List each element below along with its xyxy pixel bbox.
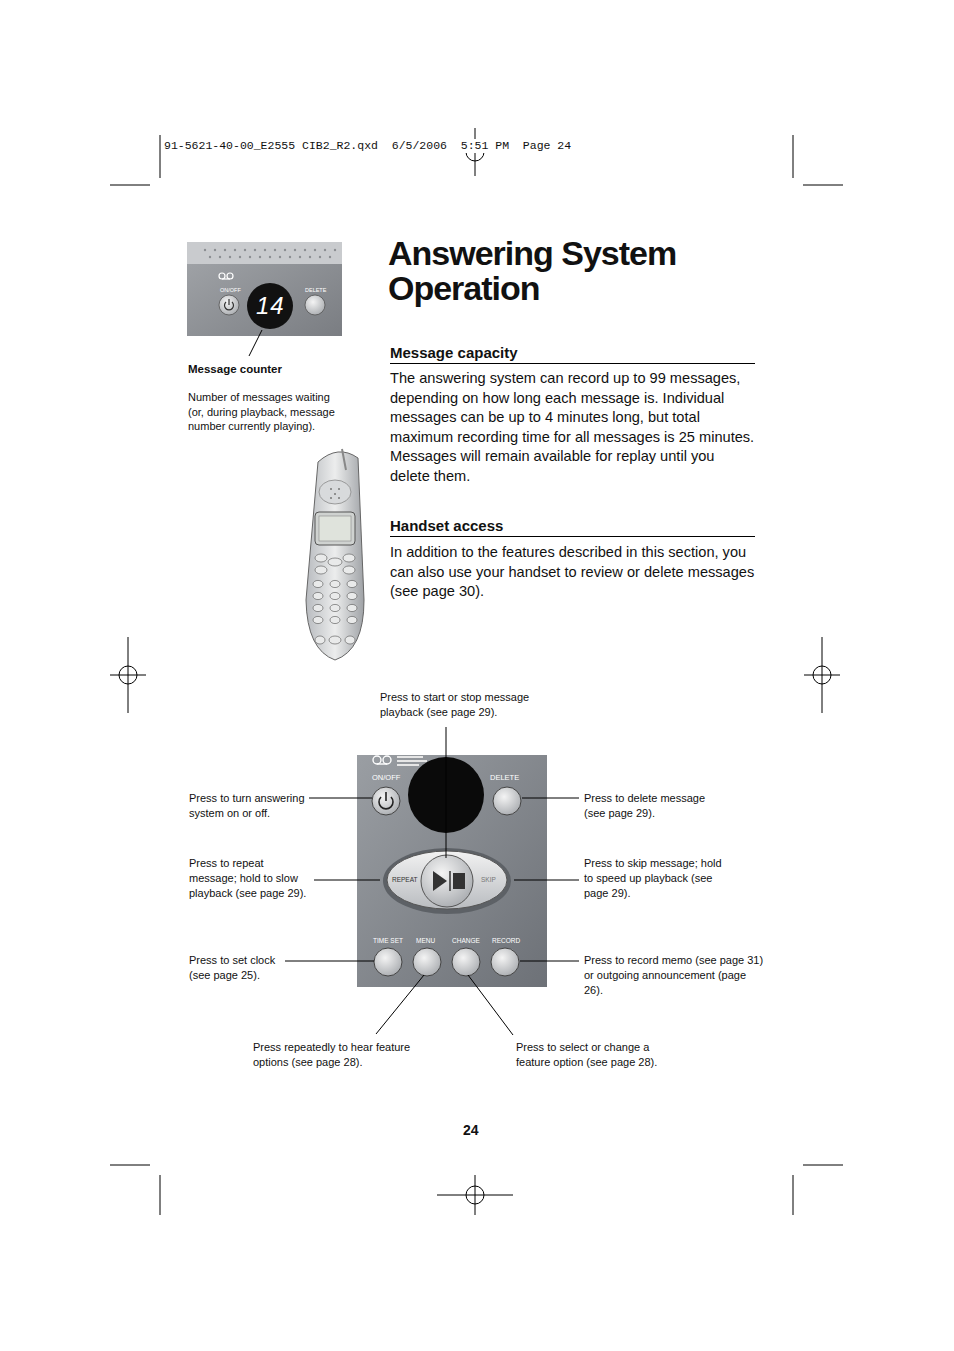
callout-text: Press to repeat message; hold to slow pl… xyxy=(189,856,313,901)
callout-heading: Message counter xyxy=(188,362,338,376)
base-unit-photo xyxy=(187,242,342,336)
section-rule xyxy=(390,363,755,364)
body-text: In addition to the features described in… xyxy=(390,543,758,602)
callout-text: Press to skip message; hold to speed up … xyxy=(584,856,722,901)
button-label: SKIP xyxy=(481,876,496,884)
handset-illustration xyxy=(306,449,364,660)
button-label: TIME SET xyxy=(373,937,403,945)
button-label: ON/OFF xyxy=(372,773,400,782)
button-label: DELETE xyxy=(305,287,326,294)
callout-text: Number of messages waiting (or, during p… xyxy=(188,390,338,434)
answering-panel xyxy=(357,755,547,987)
section-heading: Handset access xyxy=(390,516,755,535)
callout-text: Press repeatedly to hear feature options… xyxy=(253,1040,413,1070)
counter-digits: 14 xyxy=(256,291,285,321)
section-rule xyxy=(390,536,755,537)
callout-text: Press to select or change a feature opti… xyxy=(516,1040,666,1070)
callout-text: Press to set clock (see page 25). xyxy=(189,953,283,983)
callout-text: Press to turn answering system on or off… xyxy=(189,791,307,821)
body-text: The answering system can record up to 99… xyxy=(390,369,755,486)
button-label: ON/OFF xyxy=(220,287,241,294)
page-title: Answering System Operation xyxy=(388,236,768,306)
button-label: DELETE xyxy=(490,773,519,782)
crop-marks xyxy=(110,135,843,1215)
leader-lines xyxy=(285,727,579,1035)
page-number: 24 xyxy=(463,1121,479,1139)
button-label: REPEAT xyxy=(392,876,418,884)
button-label: RECORD xyxy=(492,937,520,945)
registration-marks xyxy=(110,128,840,1215)
button-label: CHANGE xyxy=(452,937,480,945)
print-slug: 91-5621-40-00_E2555 CIB2_R2.qxd 6/5/2006… xyxy=(164,139,571,153)
callout-text: Press to record memo (see page 31) or ou… xyxy=(584,953,764,998)
callout-text: Press to delete message (see page 29). xyxy=(584,791,714,821)
section-heading: Message capacity xyxy=(390,343,755,362)
callout-text: Press to start or stop message playback … xyxy=(380,690,540,720)
button-label: MENU xyxy=(416,937,435,945)
leader-line xyxy=(249,330,262,356)
